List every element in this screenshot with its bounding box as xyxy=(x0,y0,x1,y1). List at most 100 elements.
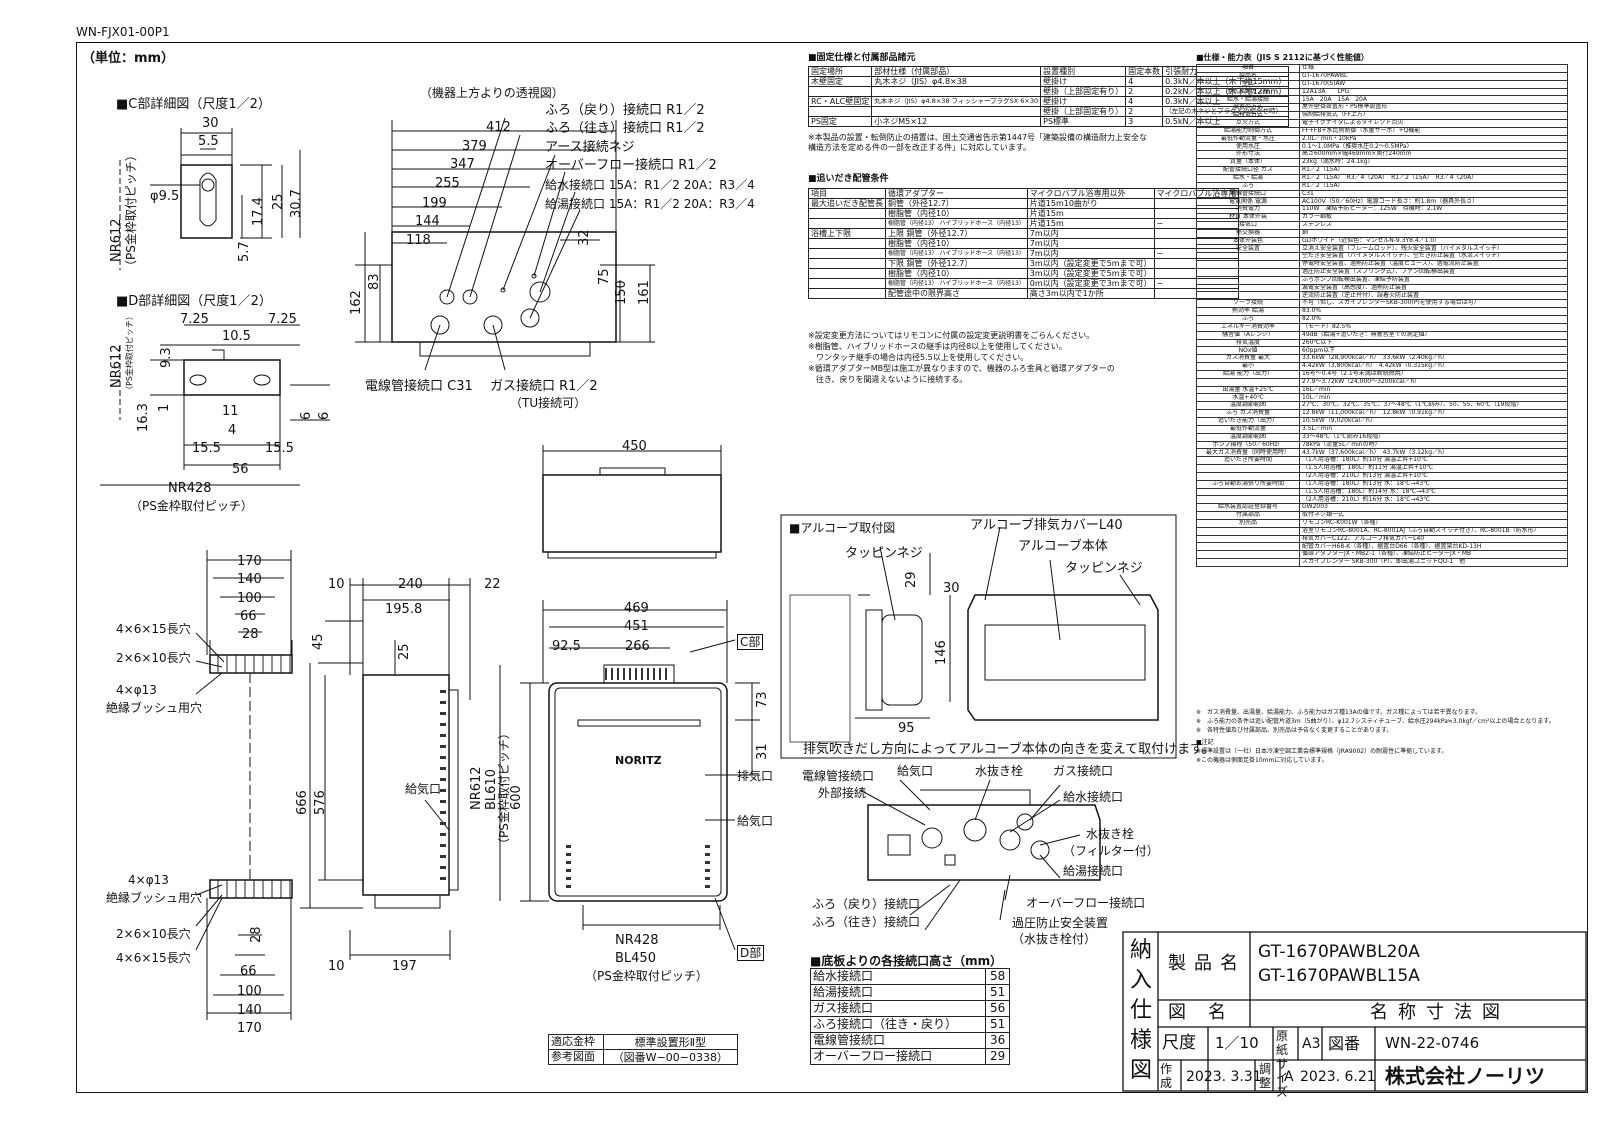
top-dim-162: 162 xyxy=(349,290,364,315)
table-row: 樹脂管（内径13） ハイブリッドホース（内径13）0m以内（設定変更で3mまで可… xyxy=(808,278,1240,289)
table-row: 適応金枠標準設置形Ⅱ型 xyxy=(548,1034,739,1050)
top-dim-75: 75 xyxy=(597,268,612,285)
bv-intake: 給気口 xyxy=(897,764,934,778)
bracket-b-label-bush: 絶縁ブッシュ用穴 xyxy=(106,891,203,905)
table-row: 配管途中の限界高さ高さ3m以内で1か所 xyxy=(808,288,1240,299)
fix-h-0: 固定場所 xyxy=(807,66,873,77)
piping-notes: ※設定変更方法についてはリモコンに付属の設定変更説明書をごらんください。※樹脂管… xyxy=(808,331,1115,384)
scale-value: 1／10 xyxy=(1215,1034,1259,1052)
table-row: 最大ガス消費量（同時使用時）43.7kW（37,600kcal／h） 43.7k… xyxy=(1196,448,1568,458)
check-label: 調整 xyxy=(1259,1062,1272,1090)
d-dim-9-3: 9.3 xyxy=(159,347,174,368)
alcove-dim-29: 29 xyxy=(904,571,919,588)
bracket-b-dim-140: 140 xyxy=(237,1003,262,1018)
front-view-drawing xyxy=(499,600,760,951)
number-value: WN-22-0746 xyxy=(1385,1034,1480,1052)
bv-furo-supply: ふろ（往き）接続口 xyxy=(812,915,921,929)
alcove-note: 排気吹きだし方向によってアルコーブ本体の向きを変えて取付けます。 xyxy=(803,742,1215,757)
top-dim-83: 83 xyxy=(367,273,382,290)
piping-table: 項目循環アダプターマイクロバブル浴専用以外マイクロバブル浴専用 最大追いだき配管… xyxy=(808,188,1240,299)
alcove-cover: アルコーブ排気カバーL40 xyxy=(970,518,1123,533)
table-row: 給湯 能力（出力）16号〜0.4号（2.1号未満は断続燃焼） xyxy=(1196,369,1568,379)
top-dim-379: 379 xyxy=(462,139,487,154)
top-dim-150: 150 xyxy=(614,280,629,305)
table-row: 騒音値（Aレンジ）49dB（給湯+追いだき：無響音室での測定値） xyxy=(1196,330,1568,340)
piping-title: ■追いだき配管条件 xyxy=(808,174,889,184)
bv-safety-drain: （水抜き栓付） xyxy=(1012,932,1097,946)
bracket-dim-66: 66 xyxy=(240,609,257,624)
c-dim-30: 30 xyxy=(202,116,219,131)
table-row: 設置の方式屋外壁掛設置形・PS標準設置形 xyxy=(1196,103,1568,113)
table-row: 質量（本体）23kg（満水時：24.1kg） xyxy=(1196,158,1568,167)
table-row: ふろ自動お湯張り所要時間（1人用浴槽：180L）約13分 水：18℃→43℃ xyxy=(1196,479,1568,489)
c-dim-5-5: 5.5 xyxy=(198,134,219,149)
table-row: ふろ接続口（往き・戻り）51 xyxy=(809,1016,1010,1033)
made-date: 2023. 3.31 xyxy=(1186,1069,1262,1085)
gas-label: ガス接続口 R1／2 xyxy=(490,379,598,394)
section-c-title: ■C部詳細図（尺度1／2） xyxy=(116,97,271,112)
product-name-20a: GT-1670PAWBL20A xyxy=(1258,942,1420,962)
d-dim-6b: 6 xyxy=(317,411,332,420)
d-detail-drawing xyxy=(100,324,330,486)
callout-hot-water: 給湯接続口 15A：R1／2 20A：R3／4 xyxy=(545,197,755,211)
table-row: 樹脂管（内径10）7m以内 xyxy=(808,238,1240,249)
bv-drain-2: 水抜き栓 xyxy=(1086,827,1135,841)
c-dim-30-7: 30.7 xyxy=(289,189,304,218)
bv-gas: ガス接続口 xyxy=(1053,764,1114,778)
noritz-logo: NORITZ xyxy=(615,754,662,767)
top-dim-255: 255 xyxy=(435,176,460,191)
bv-external: 外部接続 xyxy=(818,786,867,800)
front-bottom-bl: BL450 xyxy=(615,951,656,966)
table-row: 安全装置立消え安全装置（フレームロッド）、残火安全装置（バイメタルスイッチ） xyxy=(1196,244,1568,254)
d-dim-16-3: 16.3 xyxy=(136,403,151,432)
bracket-b-label-slot-15: 4×6×15長穴 xyxy=(116,951,191,965)
top-dim-32: 32 xyxy=(577,229,592,246)
alcove-dim-30: 30 xyxy=(943,581,960,596)
revision-date: 2023. 6.21 xyxy=(1300,1069,1376,1085)
d-dim-7-25a: 7.25 xyxy=(180,312,209,327)
table-row: 追いだき能力（出力）10.5kW（9,020kcal／h） xyxy=(1196,416,1568,426)
side-dim-666: 666 xyxy=(295,790,310,815)
bottom-view-drawing xyxy=(859,779,1101,931)
table-row: 樹脂管（内径13） ハイブリッドホース（内径13）片道15m− xyxy=(808,218,1240,229)
table-row: ソーラ接続不可（但し、スカイプレンダーSKB-300(P)を使用する場合は可） xyxy=(1196,299,1568,309)
spec-title: ■仕様・能力表（JIS S 2112に基づく性能値） xyxy=(1196,53,1369,62)
table-row: 追いだき所要時間（1人用浴槽：180L）約10分 湯温上昇+10℃ xyxy=(1196,456,1568,466)
number-label: 図番 xyxy=(1328,1034,1361,1053)
bracket-bottom-holes xyxy=(210,880,292,898)
bracket-top-holes xyxy=(210,655,292,673)
alcove-screw-1: タッピンネジ xyxy=(845,546,923,561)
front-exhaust: 排気口 xyxy=(737,769,774,783)
section-d-title: ■D部詳細図（尺度1／2） xyxy=(116,294,272,309)
fixing-title: ■固定仕様と付属部品諸元 xyxy=(808,53,916,63)
callout-earth: アース接続ネジ xyxy=(545,140,635,155)
d-dim-10-5: 10.5 xyxy=(222,329,251,344)
table-row: 参考図面（図番W−00−0338） xyxy=(548,1049,739,1065)
table-row: （1.5人用浴槽：180L）約14分 水：18℃→43℃ xyxy=(1196,487,1568,497)
table-row: 下限 銅管（外径12.7）3m以内（設定変更で5mまで可） xyxy=(808,258,1240,269)
bv-hot: 給湯接続口 xyxy=(1063,864,1124,878)
bracket-b-dim-100: 100 xyxy=(237,984,262,999)
front-right-vents xyxy=(705,845,710,890)
top-dim-347: 347 xyxy=(450,157,475,172)
d-pitch-note: （PS金枠取付ピッチ） xyxy=(125,312,134,394)
bracket-b-label-phi13: 4×φ13 xyxy=(128,873,169,887)
side-dim-576: 576 xyxy=(313,790,328,815)
title-side: 納入仕様図 xyxy=(1129,938,1152,1083)
table-row: 循環アダプターJX・MB2-1（各種）、凍結防止ヒーターJX・MB xyxy=(1196,550,1568,560)
alcove-dim-146: 146 xyxy=(934,640,949,665)
d-bottom-pitch: NR428 xyxy=(168,481,212,496)
table-row: 逆流防止装置（逆止弁付）、誤着火防止装置 xyxy=(1196,291,1568,301)
side-vent-slots xyxy=(440,690,446,880)
made-label: 作成 xyxy=(1160,1062,1173,1090)
bracket-label-bush: 絶縁ブッシュ用穴 xyxy=(106,701,203,715)
table-row: （1.5人用浴槽：180L）約11分 湯温上昇+10℃ xyxy=(1196,464,1568,473)
callout-furo-return: ふろ（戻り）接続口 R1／2 xyxy=(545,103,705,118)
table-row: 樹脂管（内径10）片道15m xyxy=(808,208,1240,219)
